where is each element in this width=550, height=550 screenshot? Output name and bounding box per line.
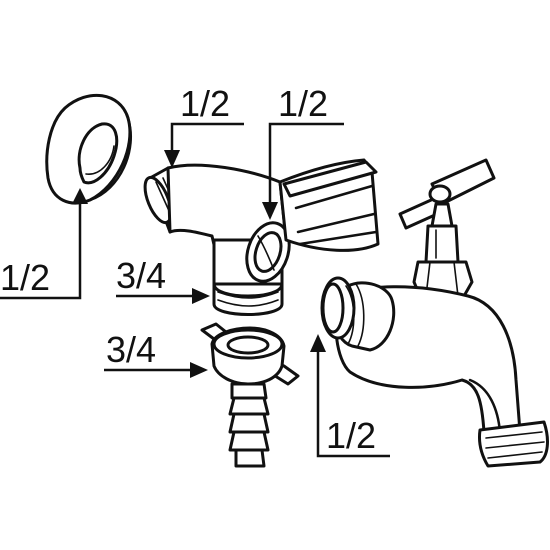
- leader-hose-adapter: [104, 362, 208, 378]
- bib-tap: [320, 158, 549, 468]
- hose-adapter: [200, 322, 300, 468]
- leader-valve-side-outlet: [262, 122, 344, 220]
- label-wall-flange: 1/2: [0, 257, 50, 298]
- leader-valve-inlet: [164, 122, 244, 168]
- leader-valve-bottom-outlet: [116, 288, 210, 304]
- label-tap-inlet: 1/2: [326, 415, 376, 456]
- leader-tap-inlet: [310, 334, 390, 458]
- label-hose-adapter: 3/4: [106, 329, 156, 370]
- wall-flange: [45, 93, 133, 205]
- label-valve-bottom-outlet: 3/4: [116, 255, 166, 296]
- label-valve-inlet: 1/2: [180, 83, 230, 124]
- diverter-valve: [143, 158, 380, 316]
- leader-wall-flange: [0, 188, 88, 300]
- label-valve-side-outlet: 1/2: [278, 83, 328, 124]
